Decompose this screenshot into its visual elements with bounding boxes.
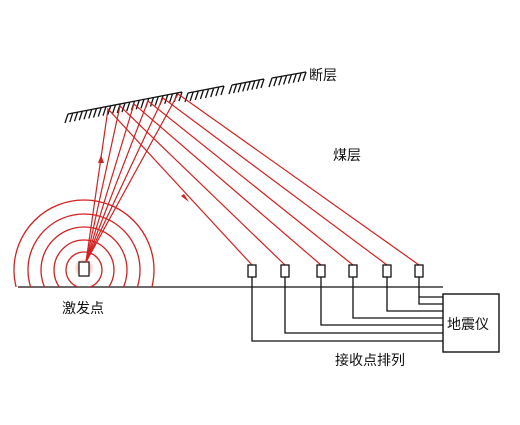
ray-path: [85, 97, 388, 266]
wavefront-circle: [40, 226, 128, 287]
hatch-tick: [97, 107, 102, 117]
cable-line: [418, 287, 443, 305]
ray-paths: [85, 93, 420, 266]
hatch-tick: [292, 73, 297, 83]
hatch-tick: [149, 97, 155, 107]
coal-seam-label: 煤层: [333, 148, 361, 164]
hatch-tick: [164, 94, 169, 104]
hatch-tick: [228, 84, 233, 95]
hatch-tick: [232, 83, 238, 94]
hatch-tick: [268, 77, 273, 88]
hatch-tick: [273, 76, 278, 87]
hatch-tick: [92, 108, 98, 118]
ray-path: [85, 93, 420, 266]
ray-path: [85, 107, 253, 266]
fault-segment: [228, 78, 265, 95]
seismograph-label: 地震仪: [447, 317, 489, 333]
receiver-marker: [247, 264, 257, 278]
hatch-tick: [135, 100, 140, 110]
cable-line: [320, 287, 443, 326]
fault-segment: [268, 71, 307, 88]
cable-line: [284, 287, 443, 334]
receiver-array-label: 接收点排列: [335, 352, 405, 369]
hatch-tick: [251, 80, 256, 90]
fault-label: 断层: [309, 68, 337, 84]
hatch-tick: [220, 85, 225, 96]
hatch-tick: [282, 75, 288, 85]
fault-reflector: [64, 71, 307, 124]
source-label: 激发点: [62, 300, 104, 317]
hatch-tick: [204, 88, 210, 99]
hatch-tick: [246, 81, 251, 91]
wavefront-circle: [53, 239, 115, 287]
receiver-marker: [316, 264, 326, 278]
hatch-tick: [255, 79, 261, 90]
hatch-tick: [64, 113, 69, 124]
hatch-tick: [278, 76, 283, 86]
receiver-array: [246, 264, 443, 288]
hatch-tick: [302, 71, 307, 82]
hatch-tick: [140, 99, 145, 109]
hatch-tick: [121, 102, 126, 113]
hatch-tick: [260, 78, 265, 89]
hatch-tick: [168, 93, 174, 104]
hatch-tick: [189, 91, 194, 102]
down-arrow-icon: [181, 194, 189, 202]
fault-segment: [184, 85, 225, 103]
wavefront-circle: [27, 213, 141, 287]
hatch-tick: [83, 110, 88, 120]
ray-path: [85, 104, 286, 266]
receiver-marker: [382, 264, 392, 278]
hatch-tick: [237, 83, 242, 93]
hatch-tick: [78, 111, 83, 121]
seismograph-box: [442, 293, 500, 353]
hatch-tick: [194, 90, 199, 101]
receiver-marker: [414, 264, 424, 278]
cable-line: [386, 287, 443, 312]
cable-line: [251, 287, 443, 342]
hatch-tick: [199, 89, 205, 100]
hatch-tick: [126, 101, 131, 112]
hatch-tick: [210, 87, 215, 98]
receiver-marker: [348, 264, 358, 278]
ray-arrows: [98, 155, 189, 202]
wavefront-circle: [65, 251, 103, 287]
hatch-tick: [102, 106, 107, 116]
ray-path: [85, 100, 354, 266]
hatch-tick: [215, 86, 220, 97]
cable-line: [352, 287, 443, 319]
up-arrow-icon: [98, 155, 104, 163]
hatch-tick: [154, 96, 159, 106]
hatch-tick: [111, 104, 117, 115]
cables: [251, 287, 443, 342]
hatch-tick: [73, 111, 79, 122]
wavefront-circle: [13, 199, 155, 287]
hatch-tick: [242, 82, 247, 92]
hatch-tick: [297, 72, 302, 83]
hatch-tick: [287, 74, 293, 84]
hatch-tick: [88, 109, 93, 119]
receiver-marker: [280, 264, 290, 278]
source-marker: [78, 261, 90, 277]
ray-path: [85, 102, 322, 266]
wavefronts: [13, 199, 155, 287]
hatch-tick: [184, 92, 189, 103]
hatch-tick: [69, 112, 74, 123]
